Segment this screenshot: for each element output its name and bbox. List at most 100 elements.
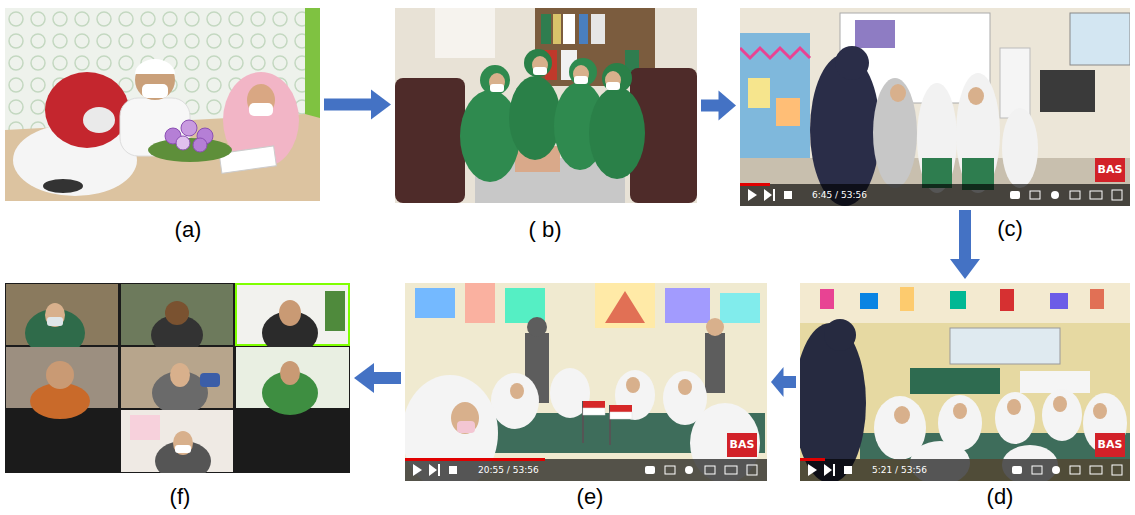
flow-arrow xyxy=(324,90,391,120)
arrow-head xyxy=(719,91,737,121)
photo-group-work xyxy=(395,8,697,203)
photo-group-work-part xyxy=(605,71,621,89)
arrow-head xyxy=(950,259,980,279)
photo-classroom-video-part xyxy=(835,46,869,80)
photo-classroom-video-part xyxy=(1090,191,1102,199)
flow-arrow xyxy=(701,91,736,121)
photo-group-work-part xyxy=(574,76,588,84)
arrow-shaft xyxy=(324,99,372,111)
photo-classroom-video-part xyxy=(855,20,895,48)
photo-classroom-video-part xyxy=(665,288,710,323)
photo-classroom-video-part xyxy=(776,98,800,126)
panel-caption: (c) xyxy=(997,216,1023,242)
photo-classroom-video-part xyxy=(890,84,906,102)
photo-group-work-part xyxy=(569,58,597,86)
photo-video-call-part xyxy=(325,291,345,331)
photo-panel: (e) xyxy=(405,283,767,481)
photo-classroom-video-part xyxy=(1070,13,1130,65)
photo-meeting-part xyxy=(45,72,129,148)
photo-panel: ( b) xyxy=(395,8,697,203)
photo-classroom-video-part xyxy=(910,368,1000,394)
photo-classroom-video-part xyxy=(1112,190,1122,200)
photo-classroom-video-part xyxy=(1020,371,1090,393)
photo-classroom-video-part xyxy=(956,73,1000,193)
photo-classroom-video xyxy=(740,8,1130,206)
photo-classroom-video-part xyxy=(917,83,957,193)
photo-classroom-video-part xyxy=(1032,466,1042,474)
photo-classroom-video xyxy=(800,283,1130,481)
photo-group-work-part xyxy=(395,8,697,203)
photo-classroom-video-part xyxy=(626,377,640,393)
photo-panel: (d) xyxy=(800,283,1130,481)
photo-classroom-video-part xyxy=(1052,466,1060,474)
photo-classroom-video-part xyxy=(1095,433,1125,457)
photo-classroom-video-part xyxy=(583,401,605,408)
photo-classroom-video-part xyxy=(1042,389,1082,441)
photo-group-work-part xyxy=(553,14,561,44)
photo-classroom-video-part xyxy=(824,319,856,351)
photo-classroom-video-part xyxy=(1095,158,1125,182)
flow-arrow xyxy=(771,367,796,397)
photo-classroom-video-part xyxy=(748,78,770,108)
photo-video-call-part xyxy=(5,283,350,473)
photo-group-work-part xyxy=(533,67,547,75)
photo-classroom-video-part xyxy=(1070,466,1080,474)
photo-classroom-video-part xyxy=(1051,191,1059,199)
photo-classroom-video-part xyxy=(800,283,1130,323)
photo-video-call-part xyxy=(200,373,220,387)
photo-classroom-video-part xyxy=(725,466,737,474)
arrow-head xyxy=(771,367,784,397)
photo-classroom-video-part xyxy=(1053,396,1067,412)
photo-classroom-video-part xyxy=(413,464,422,476)
photo-group-work-part xyxy=(435,8,495,58)
photo-classroom-video-part xyxy=(740,184,1130,206)
photo-group-work-part xyxy=(541,14,551,44)
photo-meeting-part xyxy=(5,8,320,201)
photo-classroom-video-part xyxy=(705,333,725,393)
photo-meeting-part xyxy=(176,136,190,150)
watermark: BAS xyxy=(727,438,757,452)
photo-meeting-part xyxy=(247,84,275,116)
photo-video-call-part xyxy=(47,317,63,326)
photo-classroom-video-part xyxy=(1007,399,1021,415)
photo-classroom-video-part xyxy=(1012,466,1022,474)
photo-classroom-video-part xyxy=(1090,466,1102,474)
photo-meeting-part xyxy=(193,138,207,152)
panel-caption: (e) xyxy=(577,484,604,510)
photo-classroom-video-part xyxy=(820,289,834,309)
arrow-shaft xyxy=(373,372,401,384)
photo-group-work-part xyxy=(573,65,589,83)
video-timestamp: 20:55 / 53:56 xyxy=(478,464,539,476)
photo-video-call-part xyxy=(155,441,211,473)
photo-classroom-video-part xyxy=(1093,403,1107,419)
photo-classroom-video xyxy=(405,283,767,481)
photo-classroom-video-part xyxy=(824,464,835,476)
photo-meeting-part xyxy=(83,107,115,133)
photo-group-work-part xyxy=(524,49,552,77)
photo-classroom-video-part xyxy=(900,287,914,311)
video-timestamp: 6:45 / 53:56 xyxy=(812,189,867,201)
photo-classroom-video-part xyxy=(1070,191,1080,199)
photo-meeting-part xyxy=(181,120,197,136)
photo-classroom-video-part xyxy=(1090,289,1104,309)
photo-classroom-video-part xyxy=(860,293,878,309)
photo-group-work-part xyxy=(563,14,575,44)
watermark: BAS xyxy=(1095,163,1125,177)
photo-classroom-video-part xyxy=(451,402,479,434)
video-timestamp: 5:21 / 53:56 xyxy=(872,464,927,476)
photo-classroom-video-part xyxy=(800,459,1130,481)
photo-classroom-video-part xyxy=(665,466,675,474)
photo-video-call-part xyxy=(46,361,74,389)
photo-classroom-video-part xyxy=(894,406,910,424)
panel-caption: (f) xyxy=(170,484,191,510)
photo-classroom-video-part xyxy=(748,189,757,201)
photo-classroom-video-part xyxy=(705,466,715,474)
photo-group-work-part xyxy=(509,76,561,160)
photo-classroom-video-part xyxy=(491,373,539,429)
arrow-shaft xyxy=(959,210,971,260)
photo-classroom-video-part xyxy=(922,158,952,188)
panel-caption: (a) xyxy=(175,217,202,243)
photo-classroom-video-part xyxy=(415,288,455,318)
photo-panel: (a) xyxy=(5,8,320,201)
